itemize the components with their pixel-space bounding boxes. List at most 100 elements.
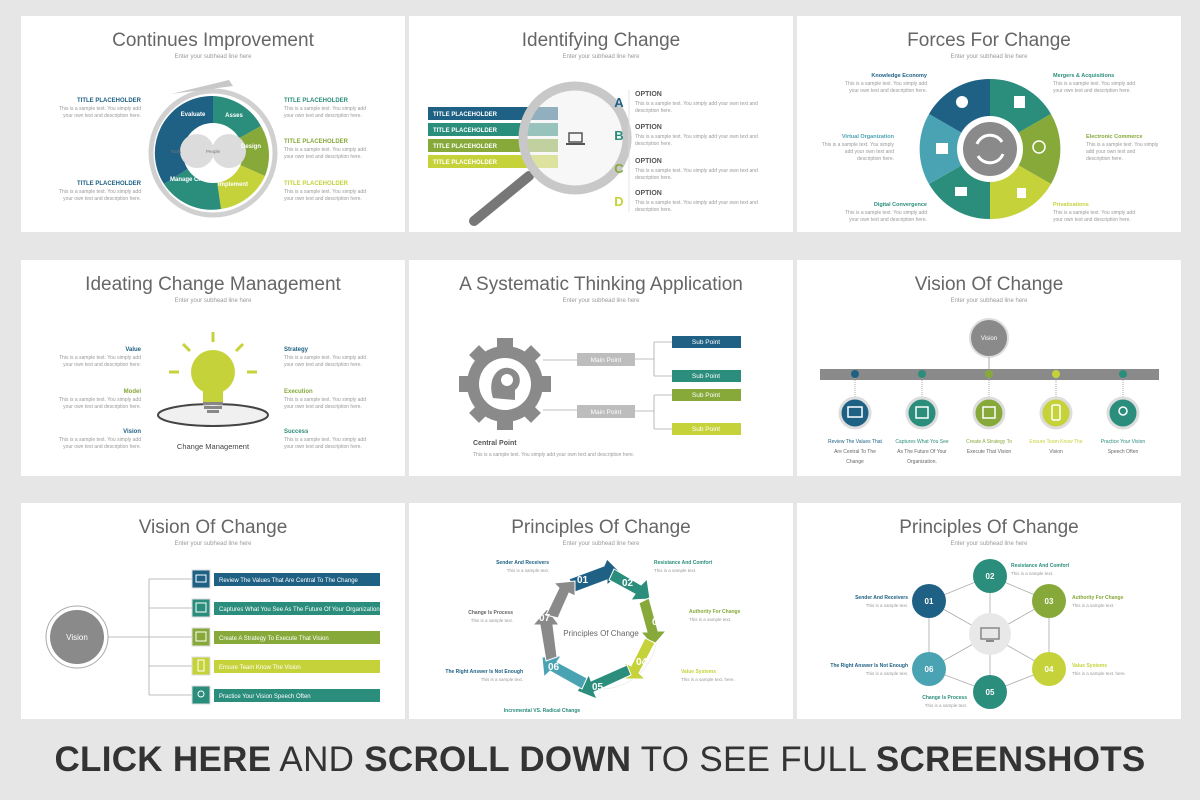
- svg-text:This is a sample text. You sim: This is a sample text. You simply add yo…: [473, 452, 634, 458]
- svg-text:OPTION: OPTION: [635, 158, 662, 165]
- svg-text:Execute That Vision: Execute That Vision: [967, 449, 1012, 455]
- svg-text:This is a sample text.: This is a sample text.: [689, 617, 731, 622]
- svg-text:description here.: description here.: [857, 156, 894, 162]
- slide-forces-for-change[interactable]: Forces For Change Enter your subhead lin…: [797, 16, 1181, 232]
- slide-systematic-thinking[interactable]: A Systematic Thinking Application Enter …: [409, 260, 793, 476]
- gear-mindmap-diagram: Main Point Main Point Sub Point Sub Poin…: [459, 336, 741, 458]
- slide-vision-of-change-timeline[interactable]: Vision Of Change Enter your subhead line…: [797, 260, 1181, 476]
- svg-text:04: 04: [1045, 665, 1054, 674]
- vision-bars-diagram: Vision Review The Values That Are Centra…: [45, 569, 380, 705]
- slide-subtitle: Enter your subhead line here: [174, 298, 252, 304]
- svg-text:This is a sample text. here.: This is a sample text. here.: [681, 677, 735, 682]
- svg-text:06: 06: [925, 665, 934, 674]
- svg-text:TITLE PLACEHOLDER: TITLE PLACEHOLDER: [433, 160, 498, 166]
- svg-text:your own text and description: your own text and description here.: [1053, 88, 1131, 94]
- svg-text:06: 06: [548, 662, 560, 673]
- svg-text:add your own text and: add your own text and: [845, 149, 894, 155]
- svg-text:TITLE PLACEHOLDER: TITLE PLACEHOLDER: [77, 98, 142, 104]
- svg-text:Change Is Process: Change Is Process: [468, 610, 513, 616]
- lightbulb-diagram: Change Management Value This is a sample…: [59, 332, 366, 451]
- svg-text:This is a sample text. You sim: This is a sample text. You simply add: [284, 355, 366, 361]
- vision-timeline-diagram: Vision Review The Values That Are Centra…: [820, 318, 1159, 465]
- svg-text:This is a sample text. You sim: This is a sample text. You simply add yo…: [635, 168, 758, 174]
- svg-text:This is a sample text. here.: This is a sample text. here.: [1072, 671, 1126, 676]
- svg-text:02: 02: [986, 572, 995, 581]
- svg-text:Organization.: Organization.: [907, 459, 937, 465]
- svg-text:07: 07: [539, 613, 551, 624]
- svg-text:TITLE PLACEHOLDER: TITLE PLACEHOLDER: [433, 128, 498, 134]
- svg-text:B: B: [614, 128, 623, 143]
- scroll-down-banner[interactable]: CLICK HERE AND SCROLL DOWN TO SEE FULL S…: [54, 740, 1146, 779]
- slide-identifying-change[interactable]: Identifying Change Enter your subhead li…: [409, 16, 793, 232]
- svg-text:your own text and description: your own text and description here.: [63, 362, 141, 368]
- svg-text:OPTION: OPTION: [635, 190, 662, 197]
- slide-title: A Systematic Thinking Application: [459, 274, 743, 295]
- svg-text:This is a sample text. You sim: This is a sample text. You simply add: [284, 106, 366, 112]
- svg-text:As The Future Of Your: As The Future Of Your: [897, 449, 947, 455]
- segment-label: Evaluate: [181, 112, 206, 118]
- slide-title: Vision Of Change: [138, 517, 288, 538]
- svg-text:This is a sample text. You sim: This is a sample text. You simply add: [284, 397, 366, 403]
- svg-text:Sub Point: Sub Point: [692, 373, 720, 380]
- svg-text:05: 05: [592, 682, 604, 693]
- svg-text:TITLE PLACEHOLDER: TITLE PLACEHOLDER: [284, 98, 349, 104]
- svg-text:Review The Values That: Review The Values That: [828, 439, 883, 445]
- slide-subtitle: Enter your subhead line here: [174, 541, 252, 547]
- svg-text:your own text and description: your own text and description here.: [284, 362, 362, 368]
- svg-text:description here.: description here.: [635, 207, 672, 213]
- svg-text:This is a sample text. You sim: This is a sample text. You simply add: [1053, 210, 1135, 216]
- svg-text:03: 03: [652, 617, 664, 628]
- svg-text:Speech Often: Speech Often: [1108, 449, 1139, 455]
- svg-text:Sender And Receivers: Sender And Receivers: [855, 595, 908, 601]
- slide-principles-of-change-arrows[interactable]: Principles Of Change Enter your subhead …: [409, 503, 793, 719]
- svg-text:This is a sample text.: This is a sample text.: [471, 618, 513, 623]
- slide-ideating-change[interactable]: Ideating Change Management Enter your su…: [21, 260, 405, 476]
- svg-text:Are Central To The: Are Central To The: [834, 449, 876, 455]
- slide-title: Identifying Change: [521, 30, 681, 51]
- slide-continues-improvement[interactable]: Continues Improvement Enter your subhead…: [21, 16, 405, 232]
- slide-vision-of-change-bars[interactable]: Vision Of Change Enter your subhead line…: [21, 503, 405, 719]
- svg-text:Change Is Process: Change Is Process: [922, 695, 967, 701]
- svg-text:This is a sample text. You sim: This is a sample text. You simply add: [284, 437, 366, 443]
- svg-text:This is a sample text.: This is a sample text.: [866, 603, 908, 608]
- svg-text:This is a sample text. You sim: This is a sample text. You simply add: [284, 147, 366, 153]
- svg-text:Practice Your Vision: Practice Your Vision: [1101, 439, 1146, 445]
- svg-text:Sub Point: Sub Point: [692, 339, 720, 346]
- svg-text:description here.: description here.: [1086, 156, 1123, 162]
- svg-text:Resistance And Comfort: Resistance And Comfort: [1011, 563, 1069, 569]
- segment-label: Asses: [225, 113, 243, 119]
- slide-subtitle: Enter your subhead line here: [174, 54, 252, 60]
- svg-text:This is a sample text.: This is a sample text.: [654, 568, 696, 573]
- svg-text:your own text and description: your own text and description here.: [284, 444, 362, 450]
- svg-text:your own text and description: your own text and description here.: [63, 444, 141, 450]
- slide-subtitle: Enter your subhead line here: [562, 54, 640, 60]
- svg-text:Practice Your Vision Speech Of: Practice Your Vision Speech Often: [219, 694, 311, 700]
- svg-text:TITLE PLACEHOLDER: TITLE PLACEHOLDER: [284, 181, 349, 187]
- svg-text:description here.: description here.: [635, 141, 672, 147]
- svg-text:This is a sample text.: This is a sample text.: [866, 671, 908, 676]
- inner-label: Tools: [171, 149, 182, 154]
- svg-text:This is a sample text.: This is a sample text.: [507, 568, 549, 573]
- svg-text:description here.: description here.: [635, 175, 672, 181]
- svg-text:Value Systems: Value Systems: [681, 669, 716, 675]
- segment-label: Design: [241, 144, 261, 150]
- svg-text:Vision: Vision: [981, 336, 997, 342]
- segment-label: Implement: [218, 182, 248, 188]
- svg-text:Knowledge Economy: Knowledge Economy: [871, 73, 928, 79]
- svg-text:Ensure Team Know The: Ensure Team Know The: [1029, 439, 1082, 445]
- svg-text:TITLE PLACEHOLDER: TITLE PLACEHOLDER: [284, 139, 349, 145]
- svg-text:This is a sample text. You sim: This is a sample text. You simply add: [59, 106, 141, 112]
- slide-title: Forces For Change: [907, 30, 1071, 51]
- svg-text:Create A Strategy To Execute T: Create A Strategy To Execute That Vision: [219, 636, 329, 642]
- click-here-text[interactable]: CLICK HERE: [54, 740, 272, 779]
- svg-text:your own text and description: your own text and description here.: [284, 404, 362, 410]
- svg-text:Main Point: Main Point: [591, 357, 622, 364]
- slide-principles-of-change-hex[interactable]: Principles Of Change Enter your subhead …: [797, 503, 1181, 719]
- slide-title: Principles Of Change: [899, 517, 1079, 538]
- svg-text:your own text and description: your own text and description here.: [63, 113, 141, 119]
- svg-text:The Right Answer Is Not Enough: The Right Answer Is Not Enough: [830, 663, 908, 669]
- svg-text:This is a sample text. You sim: This is a sample text. You simply: [1086, 142, 1159, 148]
- magnifier-diagram: TITLE PLACEHOLDER TITLE PLACEHOLDER TITL…: [428, 81, 758, 226]
- svg-text:This is a sample text.: This is a sample text.: [1072, 603, 1114, 608]
- svg-text:This is a sample text. You sim: This is a sample text. You simply add yo…: [635, 200, 758, 206]
